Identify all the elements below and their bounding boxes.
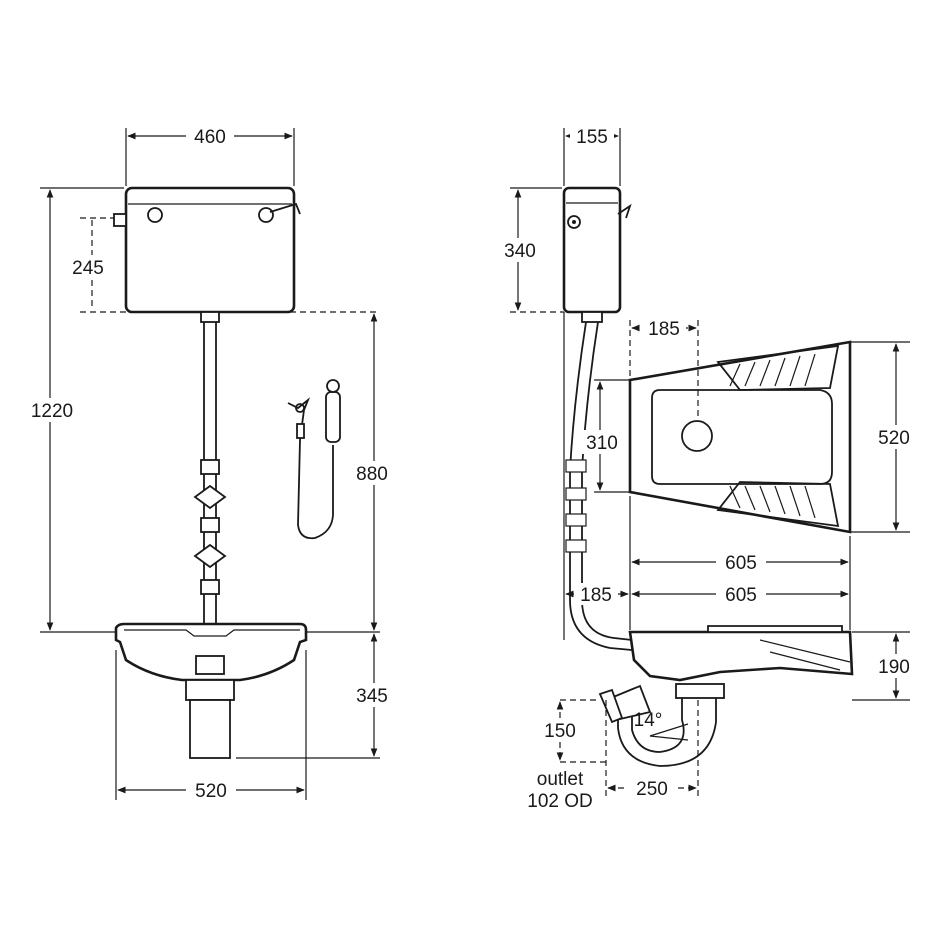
pan-side-elevation [598, 625, 854, 767]
front-pan-width-label: 520 [195, 781, 227, 802]
front-view: 460 245 1220 880 345 520 [24, 125, 396, 802]
hand-spray [287, 379, 341, 540]
side-outlet-distance-label: 250 [636, 779, 668, 800]
front-flush-pipe [193, 311, 227, 632]
side-flush-pipe [565, 311, 633, 651]
side-outlet-drop-label: 150 [544, 721, 576, 742]
side-pan-length-side-label: 605 [725, 585, 757, 606]
side-cistern-height-label: 340 [504, 241, 536, 262]
outlet-label-line1: outlet [537, 769, 584, 790]
front-cistern-width-label: 460 [194, 127, 226, 148]
side-hole-spacing-label: 310 [586, 433, 618, 454]
side-pan-depth-label: 190 [878, 657, 910, 678]
side-pan-width-label: 520 [878, 428, 910, 449]
side-view: 155 340 185 310 520 605 185 605 190 150 … [496, 125, 918, 812]
side-pan-length-top-label: 605 [725, 553, 757, 574]
side-cistern [562, 186, 632, 314]
pan-plan-view [628, 340, 852, 534]
front-inlet-height-label: 245 [72, 258, 104, 279]
outlet-label-line2: 102 OD [527, 791, 592, 812]
side-pan-offset-label: 185 [580, 585, 612, 606]
front-pan-height-label: 345 [356, 686, 388, 707]
front-overall-height-label: 1220 [31, 401, 73, 422]
front-pipe-length-label: 880 [356, 464, 388, 485]
side-outlet-angle-label: 14° [634, 710, 663, 731]
side-outlet-offset-label: 185 [648, 319, 680, 340]
front-cistern [113, 186, 301, 314]
side-cistern-depth-label: 155 [576, 127, 608, 148]
front-pan [114, 622, 308, 759]
